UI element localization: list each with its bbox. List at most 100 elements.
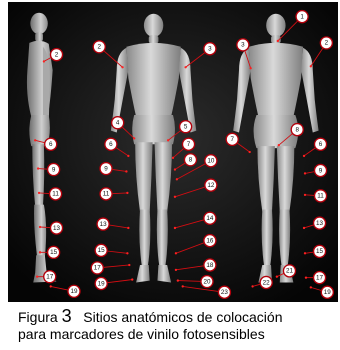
marker-18: 18 xyxy=(204,259,216,271)
marker-site-dot xyxy=(303,155,305,157)
marker-15: 15 xyxy=(95,244,107,256)
marker-site-dot xyxy=(36,276,38,278)
marker-2: 2 xyxy=(320,37,332,49)
marker-number: 17 xyxy=(46,273,53,280)
marker-6: 6 xyxy=(315,138,327,150)
marker-site-dot xyxy=(177,279,179,281)
marker-site-dot xyxy=(175,269,177,271)
marker-21: 21 xyxy=(283,265,295,277)
marker-site-dot xyxy=(34,139,36,141)
marker-17: 17 xyxy=(314,272,326,284)
marker-number: 7 xyxy=(187,141,191,148)
marker-number: 9 xyxy=(104,165,108,172)
marker-17: 17 xyxy=(91,262,103,274)
marker-19: 19 xyxy=(68,285,80,297)
marker-23: 23 xyxy=(218,286,230,298)
marker-number: 19 xyxy=(98,280,105,287)
marker-number: 10 xyxy=(207,158,214,165)
marker-number: 7 xyxy=(230,136,234,143)
marker-9: 9 xyxy=(100,163,112,175)
marker-site-dot xyxy=(249,67,251,69)
marker-2: 2 xyxy=(93,41,105,53)
marker-site-dot xyxy=(126,252,128,254)
marker-site-dot xyxy=(304,194,306,196)
marker-6: 6 xyxy=(45,138,57,150)
marker-3: 3 xyxy=(204,43,216,55)
marker-number: 1 xyxy=(300,13,304,20)
marker-13: 13 xyxy=(314,217,326,229)
marker-20: 20 xyxy=(201,276,213,288)
marker-number: 13 xyxy=(100,221,107,228)
marker-site-dot xyxy=(276,276,278,278)
marker-site-dot xyxy=(50,285,52,287)
marker-site-dot xyxy=(167,139,169,141)
marker-number: 14 xyxy=(206,215,213,222)
marker-11: 11 xyxy=(315,190,327,202)
marker-site-dot xyxy=(127,155,129,157)
figure-caption: Figura 3 Sitios anatómicos de colocación… xyxy=(18,308,338,343)
marker-site-dot xyxy=(304,252,306,254)
marker-number: 11 xyxy=(103,191,110,198)
marker-number: 18 xyxy=(206,262,213,269)
caption-title: Sitios anatómicos de colocación xyxy=(83,309,282,325)
marker-11: 11 xyxy=(100,188,112,200)
marker-site-dot xyxy=(133,137,135,139)
marker-site-dot xyxy=(37,167,39,169)
marker-site-dot xyxy=(278,144,280,146)
marker-site-dot xyxy=(174,196,176,198)
marker-13: 13 xyxy=(51,222,63,234)
marker-9: 9 xyxy=(315,164,327,176)
marker-number: 9 xyxy=(52,166,56,173)
marker-8: 8 xyxy=(184,154,196,166)
marker-number: 8 xyxy=(189,157,193,164)
marker-number: 19 xyxy=(324,289,331,296)
marker-7: 7 xyxy=(226,133,238,145)
marker-site-dot xyxy=(39,226,41,228)
marker-number: 11 xyxy=(52,191,59,198)
marker-number: 6 xyxy=(49,141,53,148)
caption-figure-number: 3 xyxy=(62,306,72,326)
marker-7: 7 xyxy=(183,138,195,150)
marker-number: 22 xyxy=(263,279,270,286)
marker-number: 17 xyxy=(316,274,323,281)
marker-1: 1 xyxy=(296,11,308,23)
marker-15: 15 xyxy=(48,246,60,258)
marker-site-dot xyxy=(131,278,133,280)
marker-site-dot xyxy=(121,66,123,68)
marker-6: 6 xyxy=(105,138,117,150)
marker-2: 2 xyxy=(51,49,63,61)
marker-number: 19 xyxy=(70,288,77,295)
marker-number: 17 xyxy=(94,265,101,272)
marker-number: 2 xyxy=(97,44,101,51)
marker-number: 13 xyxy=(316,220,323,227)
marker-site-dot xyxy=(172,157,174,159)
marker-number: 21 xyxy=(286,268,293,275)
marker-number: 9 xyxy=(319,167,323,174)
marker-14: 14 xyxy=(204,212,216,224)
marker-number: 8 xyxy=(295,126,299,133)
marker-4: 4 xyxy=(112,117,124,129)
marker-site-dot xyxy=(126,192,128,194)
caption-line-1: Figura 3 Sitios anatómicos de colocación xyxy=(18,308,338,326)
marker-17: 17 xyxy=(44,271,56,283)
marker-site-dot xyxy=(127,227,129,229)
marker-site-dot xyxy=(184,66,186,68)
marker-12: 12 xyxy=(205,179,217,191)
marker-site-dot xyxy=(174,168,176,170)
marker-19: 19 xyxy=(321,286,333,298)
marker-16: 16 xyxy=(204,235,216,247)
anatomical-marker-diagram: 2691113151719234567891011121314151617181… xyxy=(8,2,338,302)
marker-number: 16 xyxy=(206,237,213,244)
marker-site-dot xyxy=(305,276,307,278)
marker-site-dot xyxy=(277,40,279,42)
marker-site-dot xyxy=(128,264,130,266)
marker-site-dot xyxy=(175,252,177,254)
marker-site-dot xyxy=(38,192,40,194)
marker-8: 8 xyxy=(291,124,303,136)
marker-site-dot xyxy=(251,285,253,287)
marker-site-dot xyxy=(125,170,127,172)
marker-site-dot xyxy=(310,286,312,288)
marker-site-dot xyxy=(182,285,184,287)
marker-number: 3 xyxy=(241,42,245,49)
